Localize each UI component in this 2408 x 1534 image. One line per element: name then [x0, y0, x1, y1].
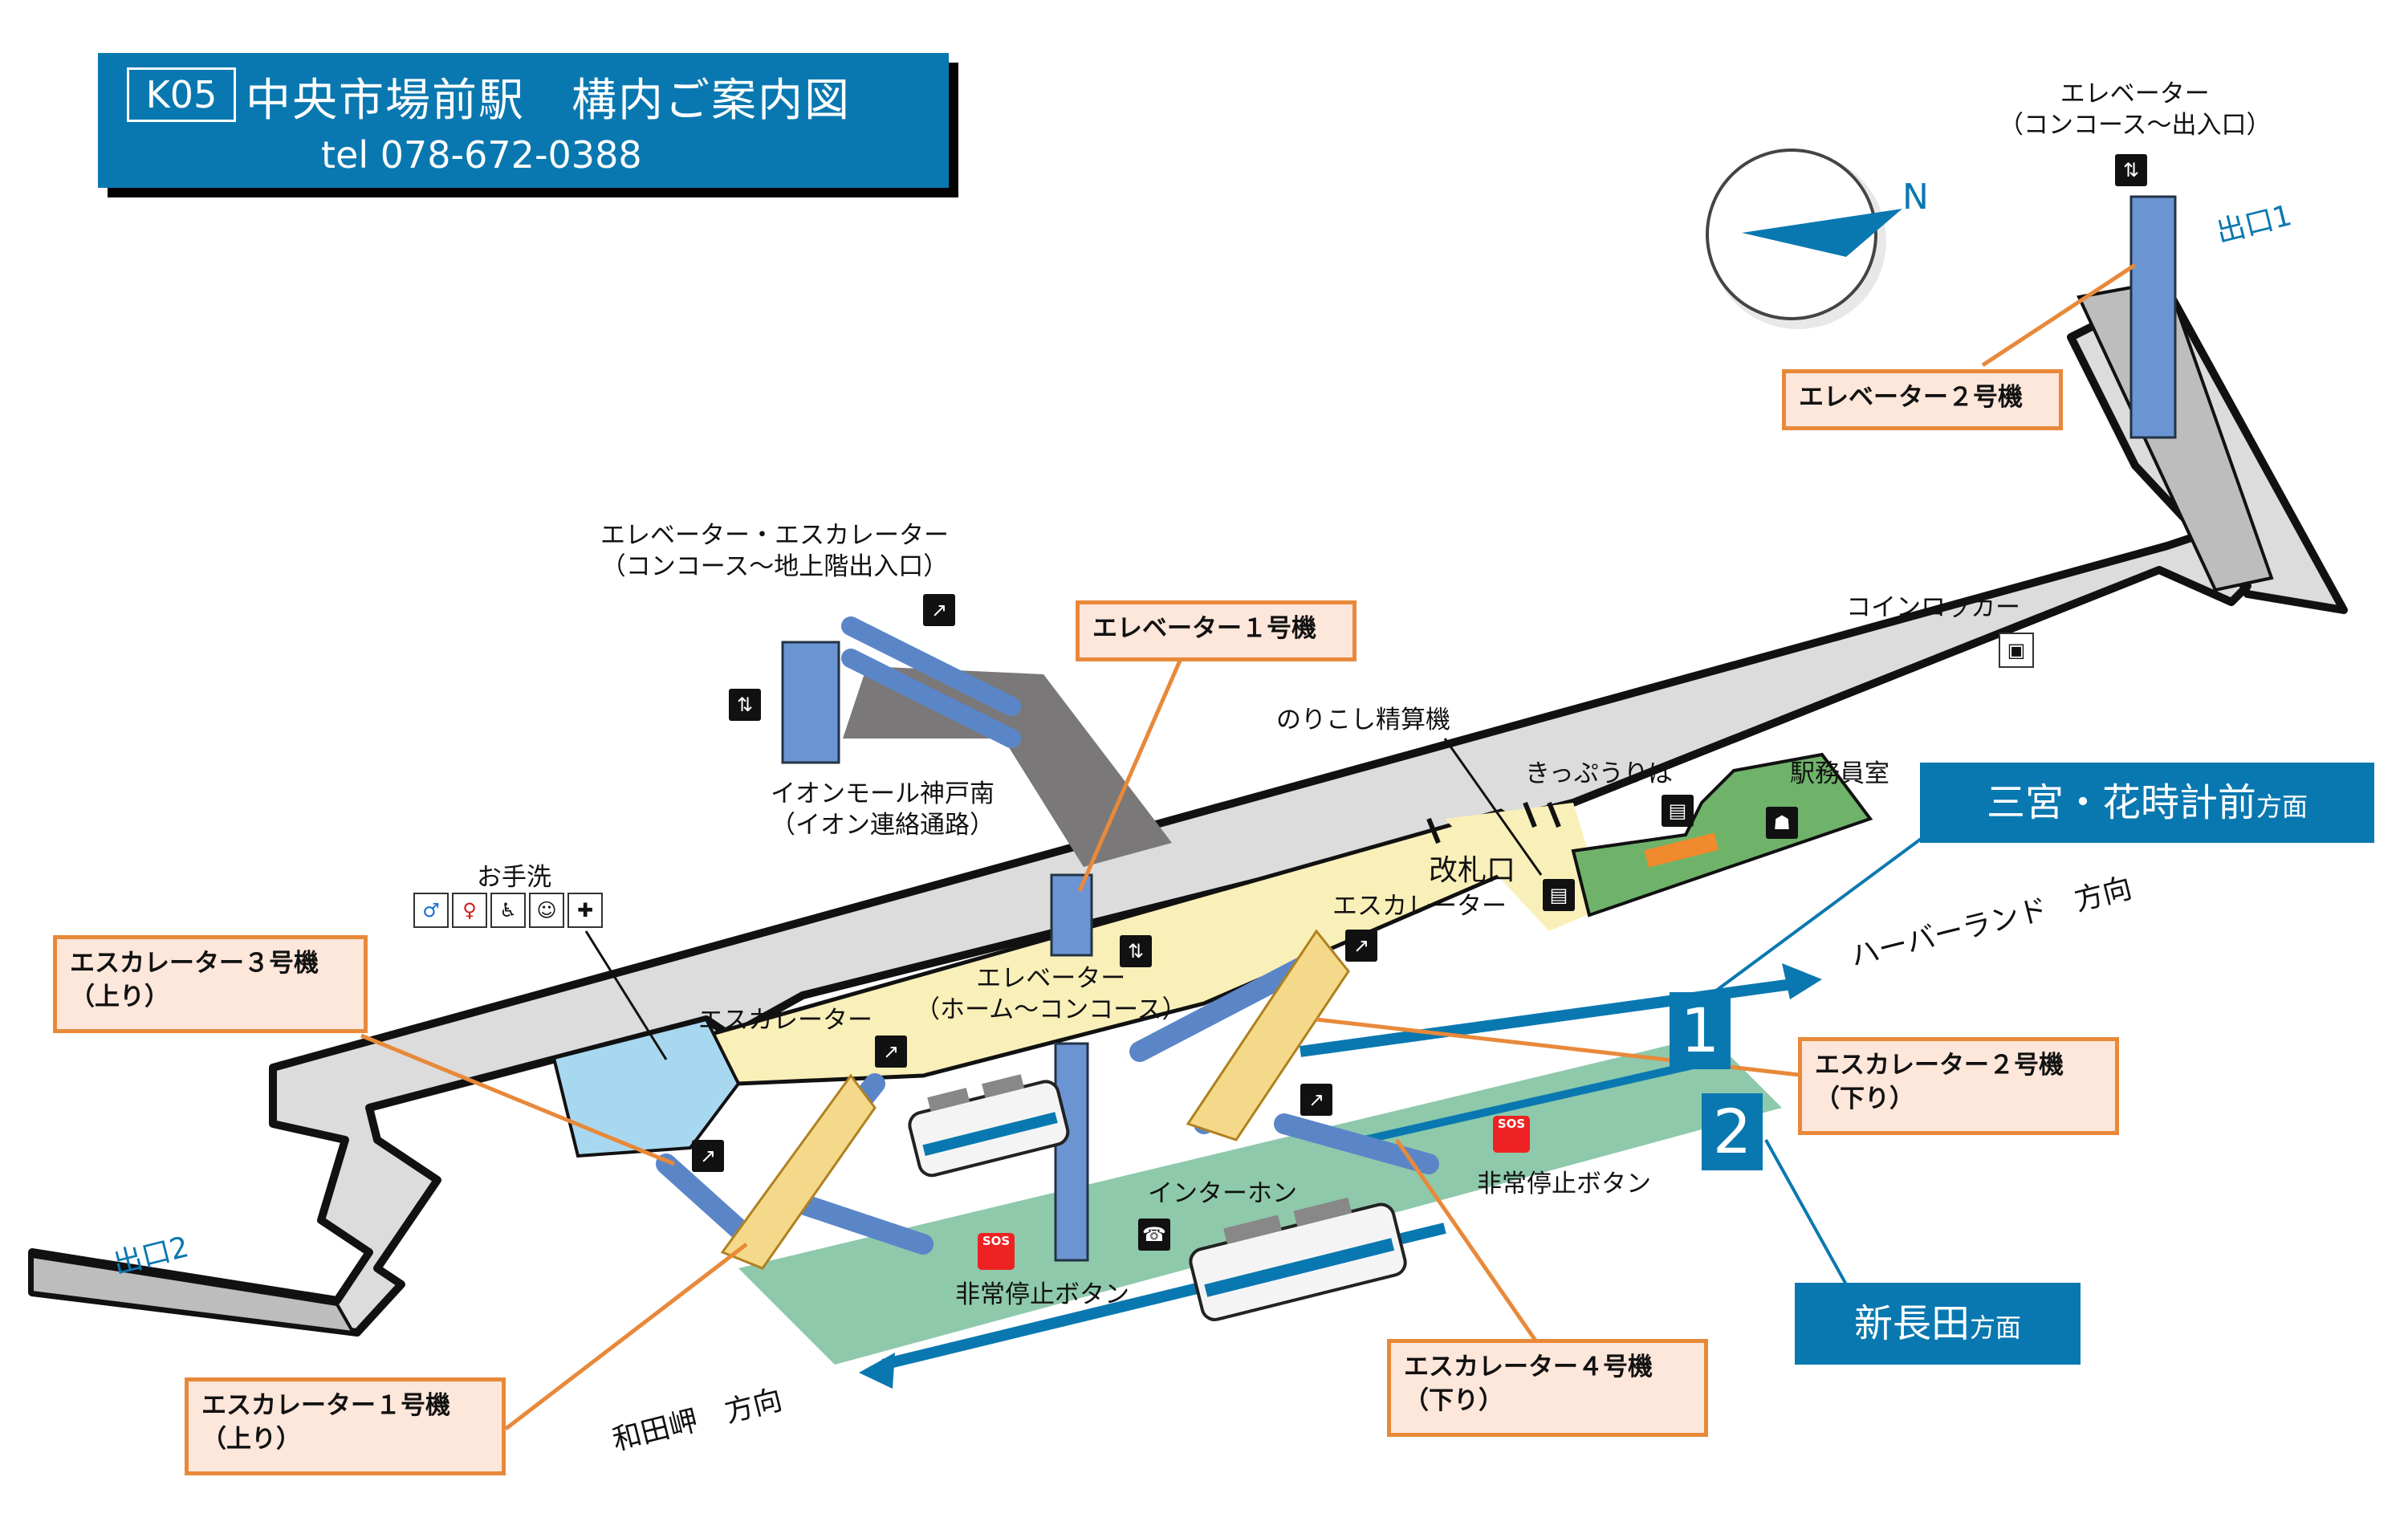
elevator-shaft-aeon	[781, 641, 840, 764]
callout-escalator-4: エスカレーター４号機（下り）	[1387, 1339, 1708, 1437]
train-lower	[1189, 1197, 1407, 1321]
elevator-shaft-2	[2129, 195, 2177, 439]
callout-escalator-1: エスカレーター１号機（上り）	[185, 1377, 506, 1475]
women-toilet-icon: ♀	[452, 893, 487, 928]
ticket-machine-icon: ▤	[1662, 795, 1694, 827]
coin-locker-label: コインロッカー	[1846, 593, 2020, 622]
intercom-label: インターホン	[1148, 1179, 1297, 1208]
escalator-stripe-left	[720, 1073, 877, 1270]
direction-leader-lines	[1708, 833, 1928, 1285]
fare-adjust-leader-line	[1443, 738, 1543, 876]
elevator-icon: ⇅	[1120, 935, 1152, 967]
ticket-machine-icon: ▤	[1543, 879, 1575, 911]
sos-button-icon: SOS	[1493, 1116, 1530, 1153]
aeon-passage	[843, 666, 1172, 867]
direction-shinnagata: 新長田方面	[1795, 1283, 2081, 1365]
gate-label: 改札口	[1429, 854, 1516, 887]
baby-changing-icon: ☺	[529, 893, 564, 928]
escalator-aeon	[841, 616, 1021, 748]
escalator-stripe-right	[1186, 929, 1350, 1141]
escalator-left-label: エスカレーター	[698, 1006, 872, 1035]
callout-escalator-2: エスカレーター２号機（下り）	[1798, 1037, 2119, 1135]
accessible-toilet-icon: ♿	[490, 893, 526, 928]
escalator-icon: ↗	[923, 594, 955, 626]
escalator-icon: ↗	[1300, 1084, 1332, 1116]
exit2-stairs	[31, 1254, 356, 1335]
escalator-right-label: エスカレーター	[1332, 892, 1507, 921]
elevator-shaft-1	[1054, 1042, 1089, 1262]
compass-north-label: N	[1902, 177, 1929, 218]
elevator-top-label: エレベーター（コンコース～出入口）	[1999, 79, 2272, 140]
elevator-shaft-1-top	[1050, 873, 1093, 957]
callout-escalator-3: エスカレーター３号機（上り）	[53, 935, 368, 1033]
fare-adjust-label: のりこし精算機	[1276, 706, 1450, 734]
escalator-icon: ↗	[692, 1140, 724, 1172]
toilet-leader-line	[584, 930, 668, 1060]
title-banner: K05 中央市場前駅 構内ご案内図 tel 078-672-0388	[98, 53, 949, 188]
emergency-right-label: 非常停止ボタン	[1477, 1170, 1651, 1198]
elevator-icon: ⇅	[2115, 154, 2147, 186]
escalator-icon: ↗	[1345, 930, 1377, 962]
platform-2-sign: 2	[1702, 1093, 1763, 1170]
ostomate-icon: ✚	[567, 893, 603, 928]
station-title: 中央市場前駅 構内ご案内図	[246, 75, 851, 127]
platform-1-sign: 1	[1670, 992, 1731, 1069]
compass	[1706, 149, 1902, 329]
toilet-icons: ♂ ♀ ♿ ☺ ✚	[413, 893, 603, 928]
station-code: K05	[127, 67, 236, 122]
station-staff-icon: ☗	[1766, 807, 1798, 839]
emergency-left-label: 非常停止ボタン	[955, 1280, 1129, 1309]
intercom-icon: ☎	[1138, 1219, 1170, 1251]
elev-esc-label: エレベーター・エスカレーター（コンコース～地上階出入口）	[600, 521, 949, 581]
track-line-right	[1363, 1056, 1719, 1144]
station-office-floor	[1571, 752, 1873, 918]
locker-icon: ▣	[1999, 633, 2034, 668]
track-arrow-harborland-head	[1782, 963, 1822, 999]
escalator-icon: ↗	[875, 1036, 907, 1068]
station-office-label: 駅務員室	[1790, 759, 1889, 788]
toilet-area	[551, 1017, 741, 1158]
men-toilet-icon: ♂	[413, 893, 449, 928]
aeon-label: イオンモール神戸南（イオン連絡通路）	[771, 779, 995, 840]
station-phone: tel 078-672-0388	[321, 133, 642, 177]
elevator-mid-label: エレベーター（ホーム～コンコース）	[915, 964, 1187, 1024]
sos-button-icon: SOS	[978, 1233, 1015, 1270]
elevator-icon: ⇅	[729, 689, 761, 721]
callout-elevator-2: エレベーター２号機	[1782, 369, 2063, 430]
callout-elevator-1: エレベーター１号機	[1076, 600, 1357, 661]
train-upper	[908, 1074, 1070, 1178]
ticket-gates	[1426, 801, 1561, 844]
toilet-label: お手洗	[477, 863, 551, 892]
ticket-label: きっぷうりば	[1525, 759, 1674, 788]
ticket-counter	[1644, 832, 1719, 868]
direction-sannomiya: 三宮・花時計前方面	[1920, 763, 2374, 843]
track-arrow-wadamisaki-head	[859, 1353, 895, 1389]
